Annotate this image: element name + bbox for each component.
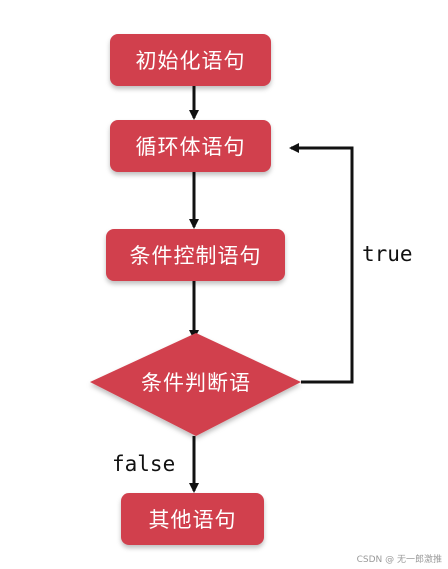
node-condition-control-statement: 条件控制语句 [106, 229, 285, 281]
edge-label-false: false [112, 452, 176, 476]
node-loop-body-statement: 循环体语句 [110, 120, 271, 172]
condition-diamond [90, 333, 301, 436]
node-condition-judgment-label: 条件判断语 [141, 371, 251, 395]
watermark-text: CSDN @ 无一郎激推 [356, 555, 442, 565]
edge-true-loop [289, 143, 354, 384]
node-other-statement: 其他语句 [121, 493, 264, 545]
edge-label-true: true [362, 242, 413, 266]
node-init-statement: 初始化语句 [110, 34, 271, 86]
